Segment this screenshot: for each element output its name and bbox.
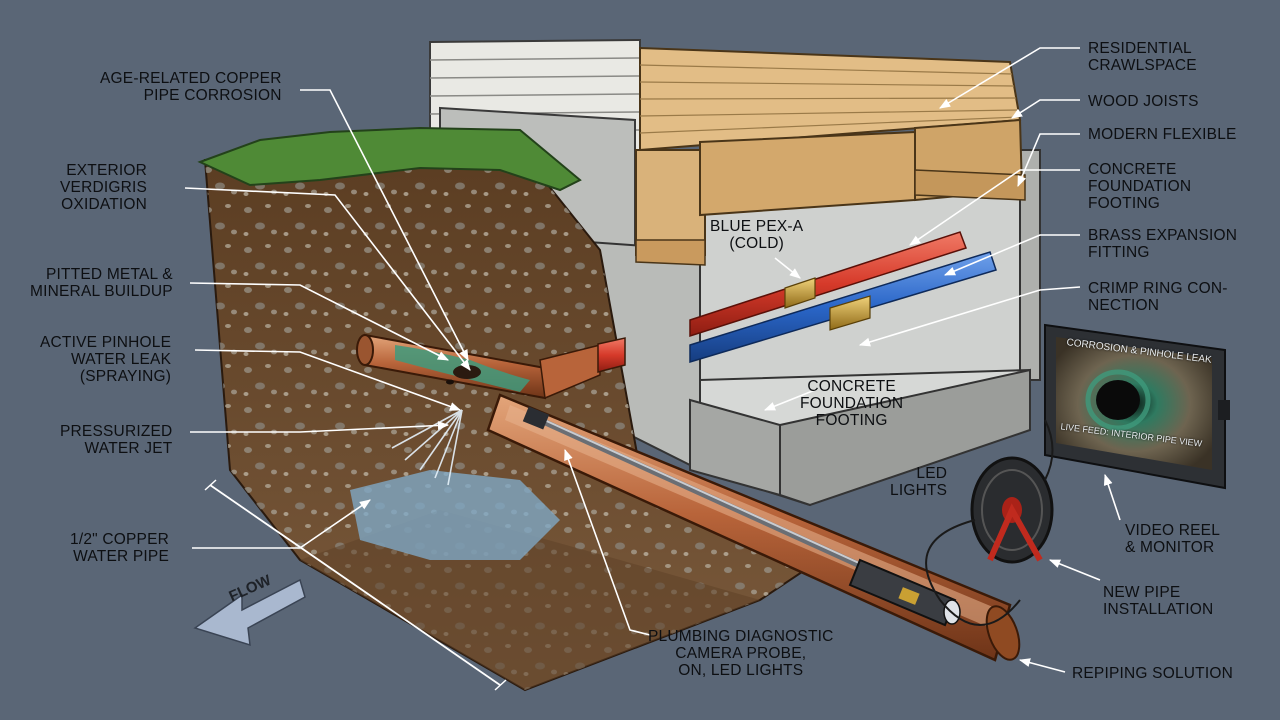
label-crimp-ring-connection: CRIMP RING CON- NECTION xyxy=(1088,280,1228,314)
flow-indicator xyxy=(193,479,507,691)
label-repiping-solution: REPIPING SOLUTION xyxy=(1072,665,1234,682)
label-pitted-metal: PITTED METAL & MINERAL BUILDUP xyxy=(30,266,173,300)
cutaway-pipe xyxy=(486,393,1021,662)
label-concrete-foundation-mid: CONCRETE FOUNDATION FOOTING xyxy=(800,378,904,429)
label-blue-pex: BLUE PEX-A (COLD) xyxy=(710,218,804,252)
label-residential-crawlspace: RESIDENTIAL CRAWLSPACE xyxy=(1088,40,1197,74)
leader-lines xyxy=(184,47,1121,673)
label-copper-water-pipe: 1/2" COPPER WATER PIPE xyxy=(70,531,170,565)
label-exterior-verdigris: EXTERIOR VERDIGRIS OXIDATION xyxy=(60,162,148,213)
label-wood-joists: WOOD JOISTS xyxy=(1088,93,1199,110)
cable-reel xyxy=(925,419,1054,626)
label-video-reel-monitor: VIDEO REEL & MONITOR xyxy=(1125,522,1221,556)
label-led-lights: LED LIGHTS xyxy=(890,465,948,499)
video-monitor xyxy=(1044,323,1230,490)
label-modern-flexible: MODERN FLEXIBLE xyxy=(1088,126,1237,143)
pex-pipes xyxy=(689,231,997,364)
label-concrete-foundation-top: CONCRETE FOUNDATION FOOTING xyxy=(1088,161,1192,212)
label-camera-probe: PLUMBING DIAGNOSTIC CAMERA PROBE, ON, LE… xyxy=(648,628,834,679)
label-pressurized-water-jet: PRESSURIZED WATER JET xyxy=(60,423,173,457)
label-age-related-corrosion: AGE-RELATED COPPER PIPE CORROSION xyxy=(100,70,282,104)
label-new-pipe-installation: NEW PIPE INSTALLATION xyxy=(1103,584,1214,618)
label-brass-expansion-fitting: BRASS EXPANSION FITTING xyxy=(1088,227,1238,261)
label-active-pinhole-leak: ACTIVE PINHOLE WATER LEAK (SPRAYING) xyxy=(40,334,172,385)
